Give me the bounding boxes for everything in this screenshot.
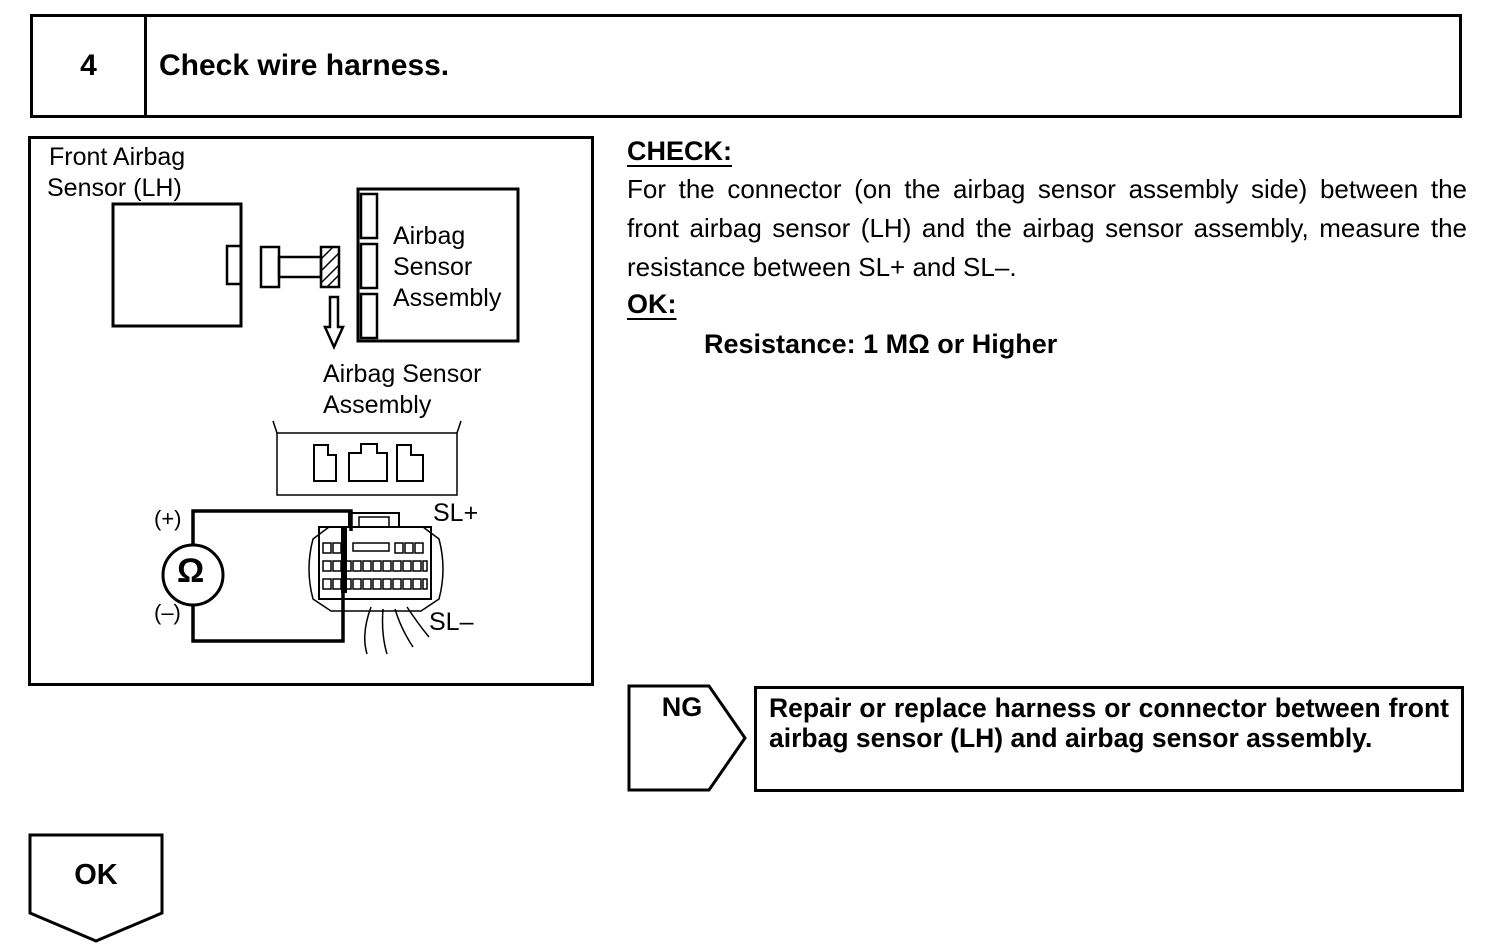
connector-face [276,432,458,496]
step-number: 4 [33,17,147,115]
label-front-sensor-2: Sensor (LH) [47,174,182,202]
diagram-drawing [111,187,520,655]
label-sl-plus: SL+ [433,499,479,527]
label-assembly-1: Airbag [393,222,466,250]
plug-cable [277,255,323,279]
ng-label: NG [661,692,703,722]
plug-socket [319,245,341,289]
resistance-spec: Resistance: 1 MΩ or Higher [704,329,1058,359]
label-sl-minus: SL– [429,608,474,636]
assembly-box [356,187,520,343]
meter-lead-minus [191,591,345,643]
ohm-symbol: Ω [177,552,205,590]
main-connector-shell [308,526,444,612]
ok-label: OK [74,859,118,891]
label-front-sensor-1: Front Airbag [49,143,186,171]
ng-action-box: Repair or replace harness or connector b… [754,686,1464,792]
check-section: CHECK: For the connector (on the airbag … [627,134,1467,360]
label-assembly2-1: Airbag Sensor [323,360,482,388]
step-header: 4 Check wire harness. [30,14,1462,118]
ok-arrow-shape [28,833,164,943]
check-instruction: For the connector (on the airbag sensor … [627,174,1467,282]
ok-branch-tab: OK [28,833,168,945]
plug-end [259,245,281,289]
wiring-diagram: Front Airbag Sensor (LH) Airbag Sensor A… [28,136,594,686]
label-minus-terminal: (–) [154,600,181,625]
label-assembly-2: Sensor [393,253,473,281]
label-plus-terminal: (+) [154,506,182,531]
label-assembly-3: Assembly [393,284,502,312]
ng-arrow-shape [627,684,747,792]
step-title: Check wire harness. [159,49,450,82]
down-arrow [323,295,345,351]
ng-branch-tab: NG [627,684,749,792]
ok-heading: OK: [627,289,677,319]
label-assembly2-2: Assembly [323,391,432,419]
meter-lead-plus [191,509,353,545]
check-heading: CHECK: [627,136,732,166]
front-sensor-box [111,202,243,328]
front-sensor-connector [225,244,243,286]
